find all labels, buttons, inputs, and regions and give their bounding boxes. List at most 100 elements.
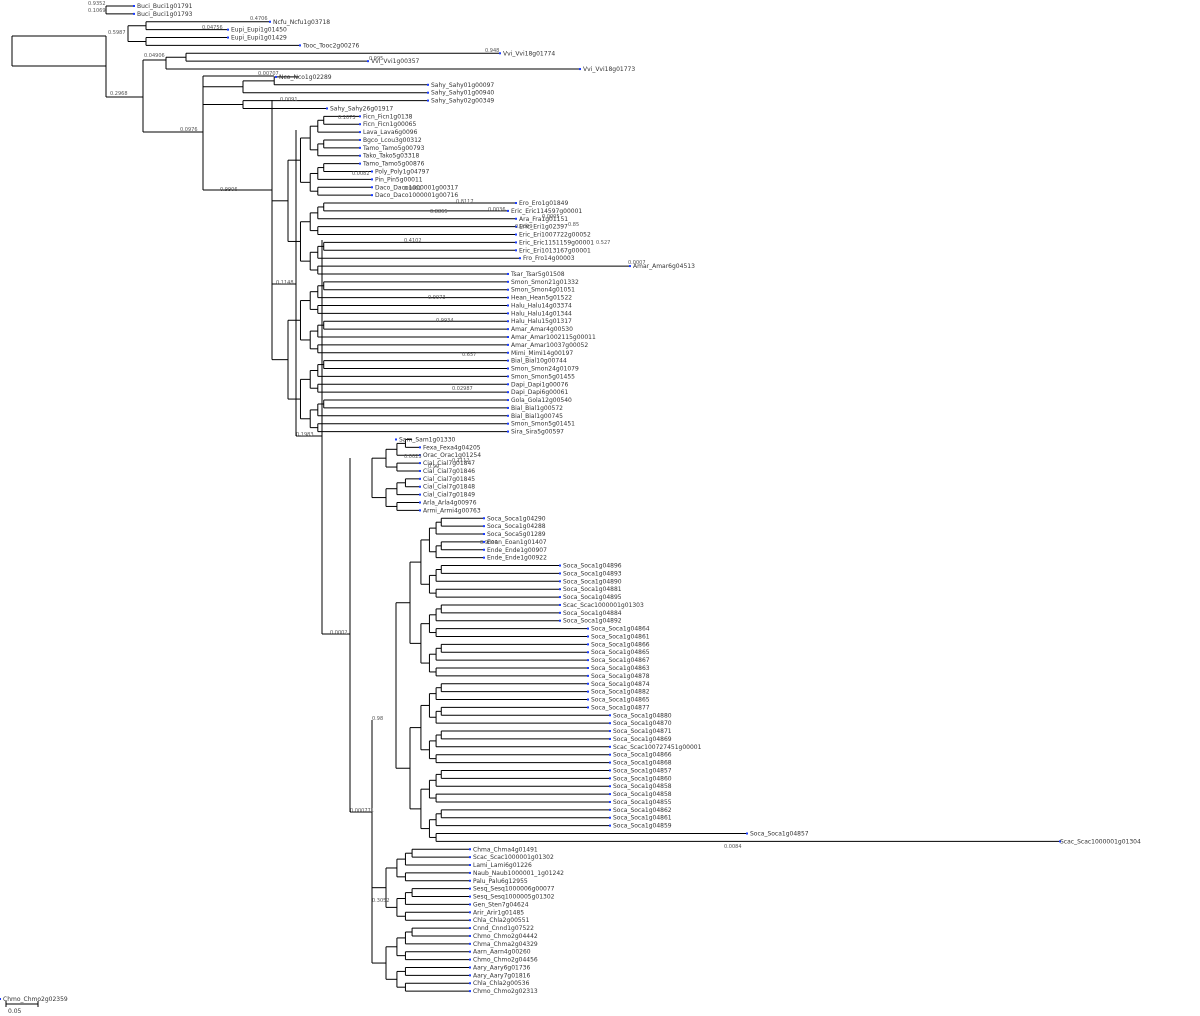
tip-marker: [746, 832, 748, 835]
tip-marker: [587, 690, 589, 693]
tip-marker: [609, 793, 611, 796]
tip-marker: [507, 272, 509, 275]
tree-support-values: 0.93520.10690.47060.047560.59870.049060.…: [88, 1, 742, 904]
tip-marker: [469, 895, 471, 898]
tip-marker: [469, 958, 471, 961]
tip-label: Soca_Soca1g04882: [591, 689, 650, 696]
tip-label: Soca_Soca1g04861: [613, 815, 672, 822]
tip-label: Soca_Soca5g01289: [487, 531, 546, 538]
tip-marker: [507, 209, 509, 212]
tip-marker: [609, 730, 611, 733]
tip-label: Soca_Soca1g04863: [591, 665, 650, 672]
support-value: 0.948: [485, 48, 499, 54]
tip-marker: [559, 611, 561, 614]
tip-marker: [507, 383, 509, 386]
tip-label: Scac_Scac1000001g01303: [563, 602, 644, 609]
tip-marker: [469, 848, 471, 851]
support-value: 0.1073: [338, 115, 356, 121]
support-value: 0.995: [369, 56, 383, 62]
tip-marker: [507, 328, 509, 331]
tip-label: Ero_Ero1g01849: [519, 200, 568, 207]
tip-label: Sahy_Sahy26g01917: [330, 105, 393, 112]
tip-label: Vvi_Vvi1g00357: [371, 58, 420, 65]
tip-marker: [507, 375, 509, 378]
tip-label: Sahy_Sahy02g00349: [431, 98, 494, 105]
tip-label: Palu_Palu6g12955: [473, 878, 528, 885]
support-value: 0.04756: [202, 25, 223, 31]
tip-label: Bial_Bial10g00744: [511, 358, 567, 365]
tip-label: Cnnd_Cnnd1g07522: [473, 925, 534, 932]
tip-marker: [515, 249, 517, 252]
tip-label: Ficn_Ficn1g0138: [363, 113, 413, 120]
tip-label: Vvi_Vvi18g01773: [583, 66, 635, 73]
tip-marker: [483, 548, 485, 551]
tip-label: Chmo_Chmo2g02313: [473, 988, 538, 995]
tip-label: Soca_Soca1g04857: [613, 767, 672, 774]
scale-bar-label: 0.05: [8, 1008, 22, 1015]
tip-marker: [609, 745, 611, 748]
tip-marker: [359, 138, 361, 141]
tip-marker: [587, 635, 589, 638]
tip-marker: [507, 414, 509, 417]
tip-marker: [609, 800, 611, 803]
tip-marker: [469, 934, 471, 937]
tip-marker: [483, 556, 485, 559]
tip-label: Aary_Aary7g01816: [473, 972, 530, 979]
support-value: 0.000771: [350, 808, 374, 814]
tip-label: Halu_Halu14g03374: [511, 302, 572, 309]
tip-marker: [587, 674, 589, 677]
tip-marker: [609, 714, 611, 717]
tip-label: Eric_Eric1151159g00001: [519, 239, 594, 246]
tip-marker: [359, 162, 361, 165]
tip-label: Dapi_Dapi6g00061: [511, 389, 568, 396]
tip-marker: [469, 903, 471, 906]
tip-marker: [371, 194, 373, 197]
tip-marker: [469, 864, 471, 867]
tip-marker: [469, 982, 471, 985]
tip-label: Armi_Armi4g00763: [423, 507, 481, 514]
tip-marker: [469, 942, 471, 945]
tip-marker: [507, 304, 509, 307]
support-value: 0.9896: [480, 540, 498, 546]
tip-marker: [371, 186, 373, 189]
tip-label: Sesq_Sesq1000005g01302: [473, 894, 555, 901]
tip-label: Scac_Scac1000001g01302: [473, 854, 554, 861]
tip-label: Ende_Ende1g00907: [487, 547, 547, 554]
tip-marker: [469, 911, 471, 914]
tip-label: Soca_Soca1g04869: [613, 736, 672, 743]
tip-label: Tooc_Tooc2g00276: [302, 42, 359, 49]
tip-label: Soca_Soca1g04857: [750, 831, 809, 838]
tip-marker: [469, 919, 471, 922]
tip-marker: [469, 974, 471, 977]
tip-label: Gen_Sten7g04624: [473, 901, 529, 908]
support-value: 0.04906: [144, 53, 165, 59]
tip-marker: [587, 698, 589, 701]
support-value: 0.0009: [515, 224, 533, 230]
tip-label: Scac_Scac1000001g01304: [1060, 838, 1141, 845]
tip-marker: [469, 871, 471, 874]
tip-label: Soca_Soca1g04871: [613, 728, 672, 735]
tip-marker: [507, 296, 509, 299]
support-value: 0.0023: [404, 454, 422, 460]
tip-label: Cial_Cial7g01847: [423, 460, 475, 467]
tip-label: Aary_Aary6g01736: [473, 964, 530, 971]
tip-label: Soca_Soca1g04864: [591, 626, 650, 633]
support-value: 0.3052: [372, 898, 390, 904]
tip-marker: [507, 336, 509, 338]
tip-label: Halu_Halu14g01344: [511, 310, 572, 317]
tip-marker: [609, 761, 611, 764]
tip-marker: [587, 651, 589, 654]
tip-label: Aarn_Aarn4g00260: [473, 949, 531, 956]
tip-label: Fexa_Fexa4g04205: [423, 444, 481, 451]
support-value: 0.0084: [724, 844, 742, 850]
tip-label: Lami_Lami6g01226: [473, 862, 532, 869]
tip-marker: [359, 131, 361, 134]
tip-label: Buci_Buci1g01793: [137, 11, 193, 18]
support-value: 0.00707: [258, 71, 279, 77]
tip-label: Ncfu_Ncfu1g03718: [273, 19, 330, 26]
tip-marker: [371, 170, 373, 173]
tip-marker: [469, 990, 471, 993]
tip-label: Daco_Daco1000001g00716: [375, 192, 458, 199]
support-value: 0.0002: [330, 630, 348, 636]
support-value: 0.0976: [180, 127, 198, 133]
